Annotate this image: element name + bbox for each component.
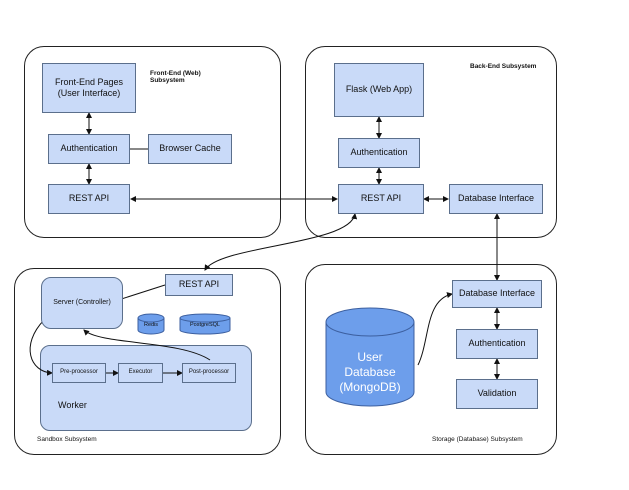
preprocessor-box: Pre-processor: [52, 363, 106, 383]
worker-container: [40, 345, 252, 431]
frontend-title: Front-End (Web) Subsystem: [150, 70, 201, 84]
sandbox-rest-box: REST API: [165, 274, 233, 296]
storage-dbi-box: Database Interface: [452, 280, 542, 308]
postgres-label: PostgreSQL: [190, 322, 220, 328]
frontend-rest-box: REST API: [48, 184, 130, 214]
sandbox-title: Sandbox Subsystem: [37, 436, 97, 443]
frontend-pages-box: Front-End Pages (User Interface): [42, 63, 136, 113]
user-database-cylinder: [325, 307, 415, 407]
browser-cache-box: Browser Cache: [148, 134, 232, 164]
worker-label: Worker: [58, 400, 87, 410]
storage-title: Storage (Database) Subsystem: [432, 436, 523, 443]
backend-auth-box: Authentication: [338, 138, 420, 168]
storage-auth-box: Authentication: [456, 329, 538, 359]
redis-label: Redis: [143, 322, 159, 328]
postprocessor-box: Post-processor: [182, 363, 236, 383]
backend-rest-box: REST API: [338, 184, 424, 214]
backend-title: Back-End Subsystem: [470, 63, 537, 70]
user-database-label: User Database (MongoDB): [339, 350, 401, 394]
flask-box: Flask (Web App): [334, 63, 424, 117]
backend-dbi-box: Database Interface: [449, 184, 543, 214]
server-controller-box: Server (Controller): [41, 277, 123, 329]
frontend-auth-box: Authentication: [48, 134, 130, 164]
executor-box: Executor: [118, 363, 163, 383]
validation-box: Validation: [456, 379, 538, 409]
